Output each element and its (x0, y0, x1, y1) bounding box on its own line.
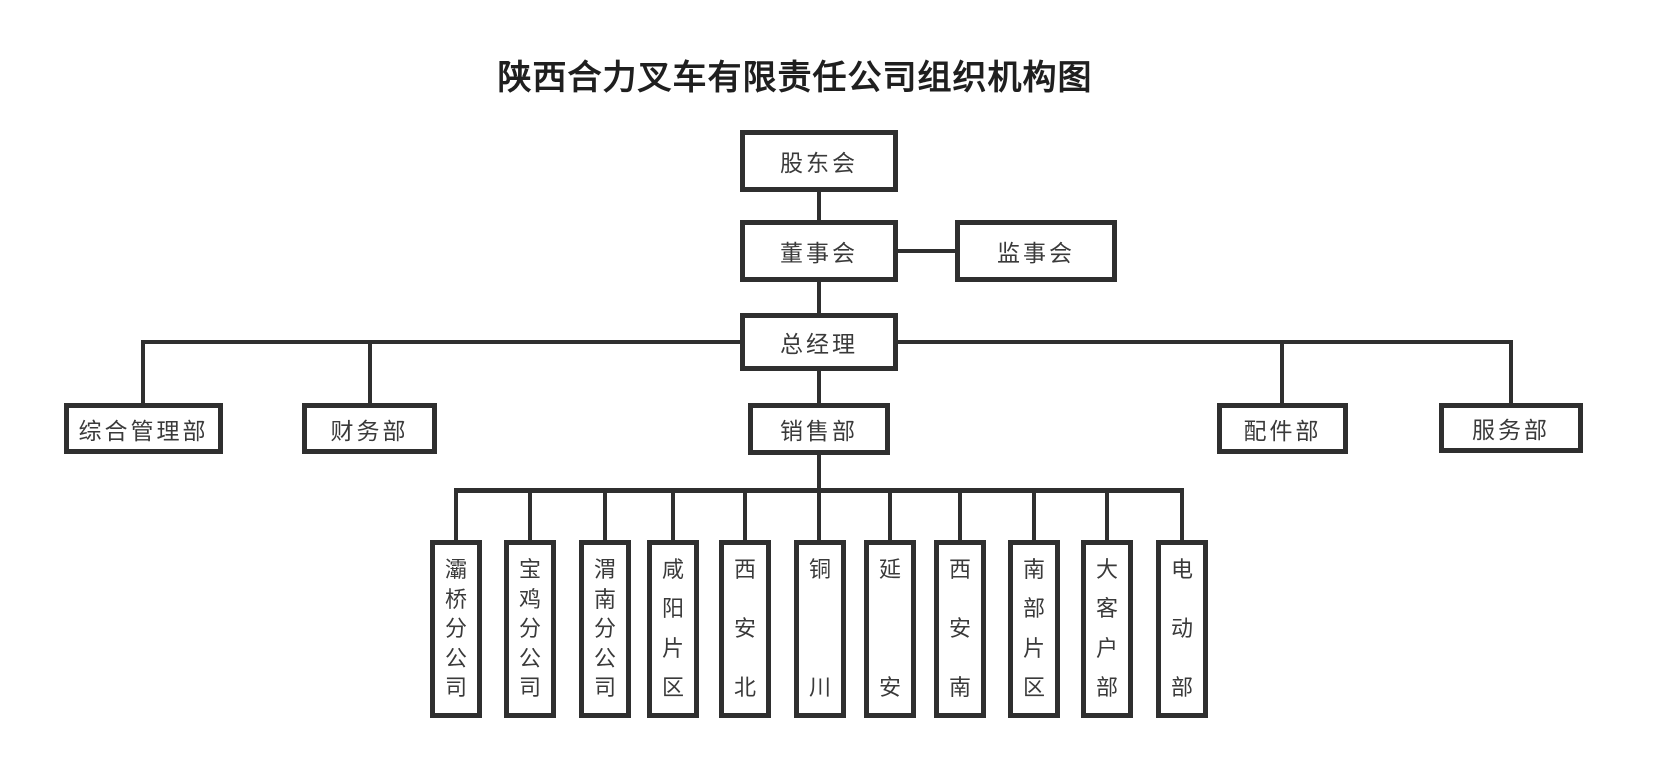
connector-board-gm (817, 282, 821, 313)
page-title: 陕西合力叉车有限责任公司组织机构图 (497, 59, 1093, 97)
connector-drop-baoji (528, 493, 532, 540)
connector-drop-yanan (888, 493, 892, 540)
connector-board-supervisory (898, 249, 955, 253)
connector-drop-key-account (1105, 493, 1109, 540)
org-node-dept-electric: 电动部 (1156, 540, 1208, 718)
connector-drop-weinan (603, 493, 607, 540)
connector-sales-bus-line (454, 488, 1184, 493)
org-node-area-xian-north: 西安北 (719, 540, 771, 718)
org-node-branch-baoji: 宝鸡分公司 (504, 540, 556, 718)
org-node-branch-baqiao: 灞桥分公司 (430, 540, 482, 718)
org-node-shareholders-meeting: 股东会 (740, 130, 898, 192)
connector-drop-service (1509, 340, 1513, 403)
connector-trunk-left (141, 340, 740, 344)
org-node-dept-sales: 销售部 (748, 403, 890, 455)
connector-sales-bus (817, 454, 821, 490)
connector-shareholders-board (817, 192, 821, 220)
connector-drop-electric (1180, 493, 1184, 540)
connector-drop-baqiao (454, 493, 458, 540)
org-node-general-manager: 总经理 (740, 313, 898, 371)
org-node-dept-key-account: 大客户部 (1081, 540, 1133, 718)
org-node-dept-parts: 配件部 (1217, 403, 1348, 454)
connector-drop-xianyang (671, 493, 675, 540)
org-node-supervisory-board: 监事会 (955, 220, 1117, 282)
connector-drop-general-management (141, 340, 145, 404)
org-node-dept-finance: 财务部 (302, 403, 437, 454)
org-node-area-tongchuan: 铜川 (794, 540, 846, 718)
connector-drop-south-area (1032, 493, 1036, 540)
org-node-area-south: 南部片区 (1008, 540, 1060, 718)
connector-drop-parts (1280, 340, 1284, 403)
org-node-dept-service: 服务部 (1439, 403, 1583, 453)
connector-drop-tongchuan (817, 493, 821, 540)
connector-drop-xian-south (958, 493, 962, 540)
org-node-area-xianyang: 咸阳片区 (647, 540, 699, 718)
org-node-area-xian-south: 西安南 (934, 540, 986, 718)
connector-drop-finance (368, 340, 372, 404)
org-node-area-yanan: 延安 (864, 540, 916, 718)
connector-gm-sales (817, 371, 821, 403)
org-node-branch-weinan: 渭南分公司 (579, 540, 631, 718)
org-node-dept-general-management: 综合管理部 (64, 403, 223, 454)
connector-drop-xian-north (743, 493, 747, 540)
connector-trunk-right (898, 340, 1511, 344)
org-node-board-of-directors: 董事会 (740, 220, 898, 282)
